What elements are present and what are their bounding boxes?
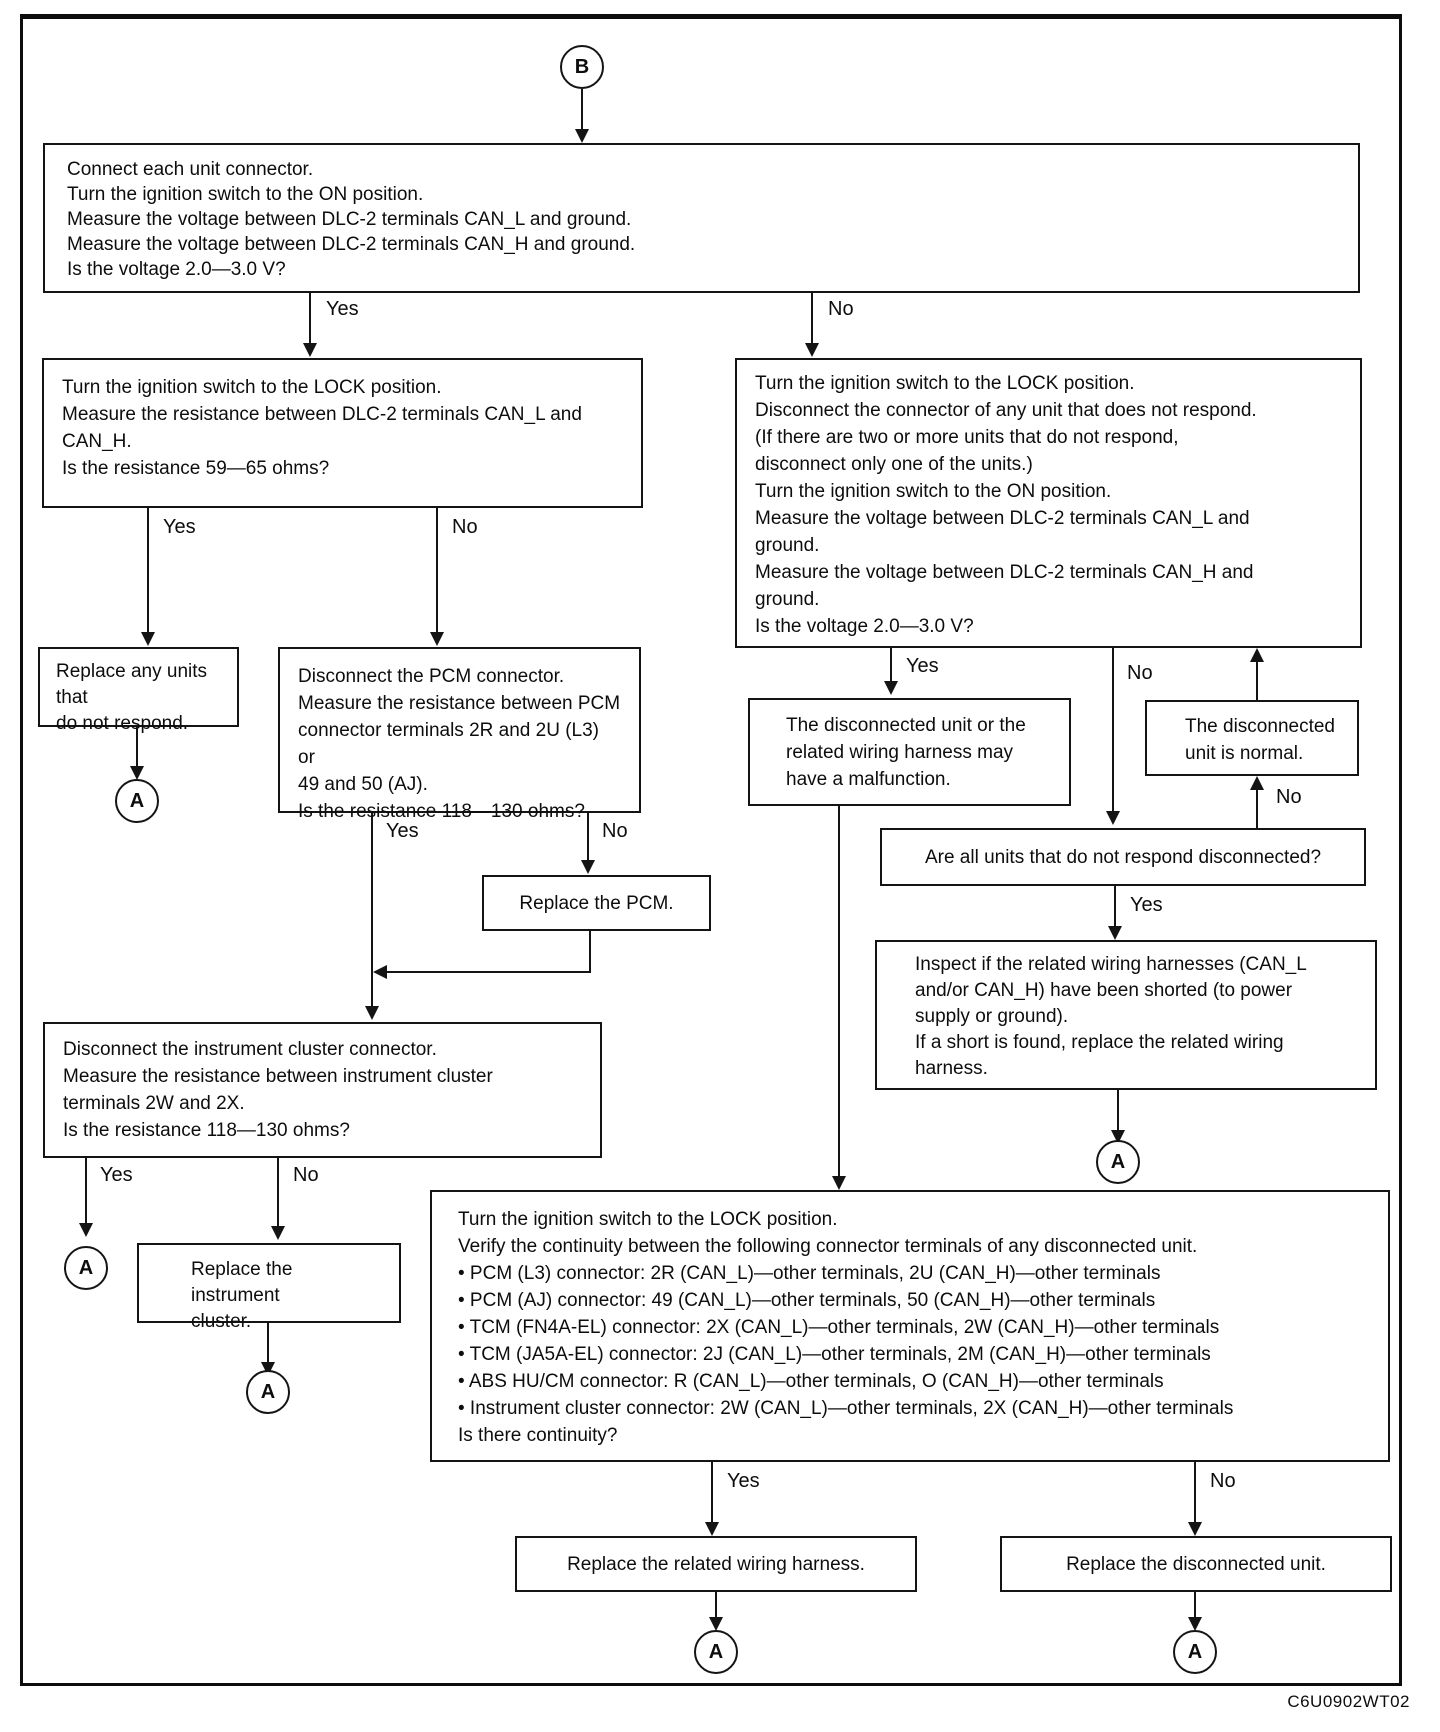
figure-code: C6U0902WT02: [1287, 1692, 1410, 1711]
arrowhead-icon: [79, 1223, 93, 1237]
flow-line: [1194, 1462, 1196, 1523]
flow-line: [1117, 1090, 1119, 1131]
label-no: No: [1127, 662, 1153, 684]
flow-line: [715, 1592, 717, 1619]
arrowhead-icon: [141, 632, 155, 646]
connector-circle-a: A: [246, 1370, 290, 1414]
box-replace-pcm: Replace the PCM.: [482, 875, 711, 931]
arrowhead-icon: [705, 1522, 719, 1536]
flow-line: [589, 931, 591, 973]
connector-circle-a: A: [694, 1630, 738, 1674]
connector-circle-b: B: [560, 45, 604, 89]
flow-line: [147, 508, 149, 633]
flow-line: [384, 971, 591, 973]
flow-line: [1256, 788, 1258, 828]
arrowhead-icon: [884, 681, 898, 695]
flow-line: [136, 727, 138, 767]
flow-line: [890, 648, 892, 682]
label-yes: Yes: [100, 1164, 133, 1186]
arrowhead-icon: [581, 860, 595, 874]
arrowhead-icon: [1250, 648, 1264, 662]
flow-line: [436, 508, 438, 633]
box-unit-malfunction: The disconnected unit or the related wir…: [748, 698, 1071, 806]
flow-line: [1256, 660, 1258, 700]
label-yes: Yes: [326, 298, 359, 320]
box-pcm-resistance: Disconnect the PCM connector. Measure th…: [278, 647, 641, 822]
flow-line: [811, 293, 813, 344]
label-yes: Yes: [386, 820, 419, 842]
flow-line: [838, 806, 840, 1177]
arrowhead-icon: [1106, 811, 1120, 825]
connector-circle-a: A: [64, 1246, 108, 1290]
flow-line: [581, 89, 583, 130]
page-border: [20, 14, 1402, 1686]
arrowhead-icon: [430, 632, 444, 646]
label-yes: Yes: [727, 1470, 760, 1492]
label-no: No: [293, 1164, 319, 1186]
box-inspect-harness: Inspect if the related wiring harnesses …: [875, 940, 1377, 1090]
arrowhead-icon: [832, 1176, 846, 1190]
arrowhead-icon: [1108, 926, 1122, 940]
arrowhead-icon: [1188, 1617, 1202, 1631]
arrowhead-icon: [575, 129, 589, 143]
label-yes: Yes: [906, 655, 939, 677]
label-no: No: [602, 820, 628, 842]
connector-circle-a: A: [115, 779, 159, 823]
label-no: No: [828, 298, 854, 320]
label-yes: Yes: [163, 516, 196, 538]
arrowhead-icon: [1250, 776, 1264, 790]
label-no: No: [1210, 1470, 1236, 1492]
arrowhead-icon: [709, 1617, 723, 1631]
connector-circle-a: A: [1173, 1630, 1217, 1674]
flow-line: [277, 1158, 279, 1227]
flow-line: [267, 1323, 269, 1363]
arrowhead-icon: [271, 1226, 285, 1240]
box-replace-instrument: Replace the instrument cluster.: [137, 1243, 401, 1332]
box-verify-continuity: Turn the ignition switch to the LOCK pos…: [430, 1190, 1390, 1462]
label-yes: Yes: [1130, 894, 1163, 916]
label-no: No: [1276, 786, 1302, 808]
flow-line: [1194, 1592, 1196, 1619]
arrowhead-icon: [303, 343, 317, 357]
flow-line: [309, 293, 311, 344]
label-no: No: [452, 516, 478, 538]
arrowhead-icon: [130, 766, 144, 780]
box-lock-resistance: Turn the ignition switch to the LOCK pos…: [42, 358, 643, 508]
box-replace-harness: Replace the related wiring harness.: [515, 1536, 917, 1592]
box-replace-unit: Replace the disconnected unit.: [1000, 1536, 1392, 1592]
connector-circle-a: A: [1096, 1140, 1140, 1184]
flow-line: [1114, 886, 1116, 927]
box-unit-normal: The disconnected unit is normal.: [1145, 700, 1359, 776]
box-instrument-cluster: Disconnect the instrument cluster connec…: [43, 1022, 602, 1158]
arrowhead-icon: [1188, 1522, 1202, 1536]
box-lock-disconnect: Turn the ignition switch to the LOCK pos…: [735, 358, 1362, 648]
flow-line: [371, 813, 373, 1007]
arrowhead-icon: [805, 343, 819, 357]
box-connect-units: Connect each unit connector. Turn the ig…: [43, 143, 1360, 293]
flow-line: [711, 1462, 713, 1523]
arrowhead-icon: [365, 1006, 379, 1020]
arrowhead-icon: [373, 965, 387, 979]
flow-line: [85, 1158, 87, 1224]
flow-line: [1112, 648, 1114, 812]
box-all-disconnected: Are all units that do not respond discon…: [880, 828, 1366, 886]
flow-line: [587, 813, 589, 861]
box-replace-units: Replace any units that do not respond.: [38, 647, 239, 734]
